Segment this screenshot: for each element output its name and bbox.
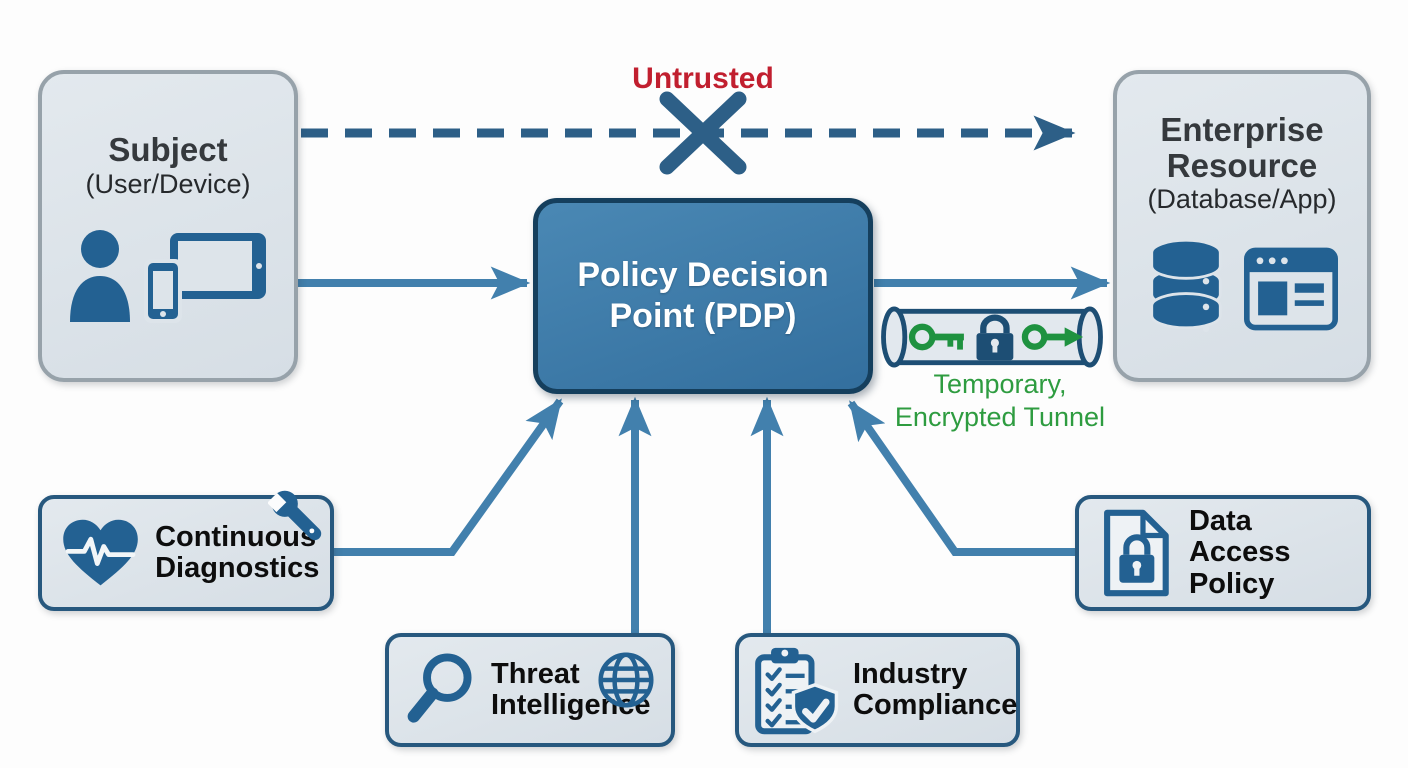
magnifier-icon	[407, 653, 472, 723]
padlock-icon	[976, 314, 1014, 361]
node-subject: Subject (User/Device)	[38, 70, 298, 382]
heart-ekg-icon	[63, 519, 138, 586]
encrypted-tunnel-graphic	[880, 306, 1104, 373]
node-continuous-diagnostics: Continuous Diagnostics	[38, 490, 334, 611]
node-threat-intelligence: Threat Intelligence	[385, 633, 675, 747]
blocked-x-icon	[659, 91, 747, 175]
wrench-icon	[268, 490, 322, 541]
continuous-diagnostics-label: Continuous Diagnostics	[155, 520, 320, 584]
node-data-access-policy: Data Access Policy	[1075, 495, 1371, 611]
app-window-icon	[1244, 247, 1338, 331]
subject-title: Subject	[108, 131, 228, 168]
subject-subtitle: (User/Device)	[85, 168, 251, 199]
document-lock-icon	[1104, 509, 1169, 597]
data-access-policy-label: Data Access Policy	[1188, 505, 1291, 600]
person-icon	[70, 230, 130, 323]
node-industry-compliance: Industry Compliance	[735, 633, 1020, 747]
tunnel-label: Temporary, Encrypted Tunnel	[894, 369, 1106, 432]
industry-compliance-label: Industry Compliance	[853, 657, 1018, 721]
globe-icon	[598, 652, 654, 708]
enterprise-title: Enterprise Resource	[1160, 111, 1324, 184]
edge-policy-to-pdp	[847, 400, 1076, 556]
node-enterprise-resource: Enterprise Resource (Database/App)	[1113, 70, 1371, 382]
untrusted-label: Untrusted	[632, 62, 774, 95]
database-icon	[1150, 238, 1222, 332]
enterprise-subtitle: (Database/App)	[1147, 184, 1337, 215]
key-icon	[908, 323, 964, 351]
pdp-label: Policy Decision Point (PDP)	[577, 256, 829, 335]
devices-icon	[144, 233, 266, 324]
node-policy-decision-point: Policy Decision Point (PDP)	[533, 198, 873, 394]
clipboard-shield-icon	[755, 647, 839, 735]
tunnel-end-left	[881, 306, 908, 368]
edge-diagnostics-to-pdp	[332, 398, 564, 556]
session-arrow-icon	[1021, 324, 1084, 350]
